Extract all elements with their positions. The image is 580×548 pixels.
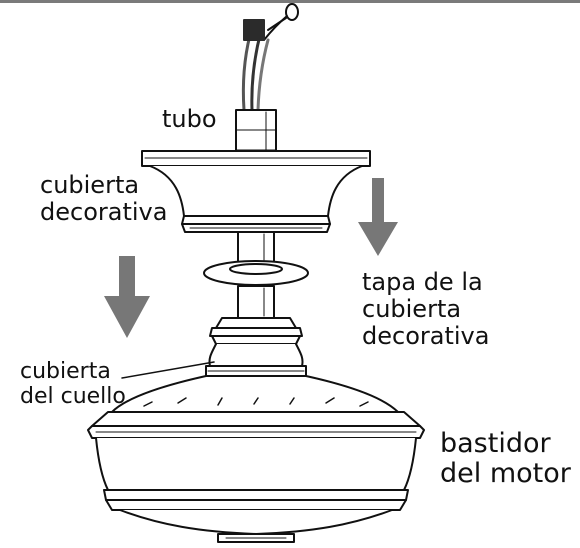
downrod-lower [237,285,275,319]
ground-ring-terminal [285,3,299,21]
label-line: decorativa [362,322,490,350]
label-tubo: tubo [162,106,217,133]
collar-cover [205,317,307,377]
label-line: decorativa [40,198,168,226]
label-tapa-cubierta: tapa de la cubierta decorativa [362,269,489,350]
canopy-cap [203,260,309,286]
label-line: cubierta [40,171,140,199]
downrod-pipe [235,109,277,156]
label-cubierta-decorativa: cubierta decorativa [40,172,167,226]
label-line: tapa de la [362,268,483,296]
label-bastidor-motor: bastidor del motor [440,429,571,489]
arrow-down-collar [104,256,150,338]
arrow-down-canopy [358,178,398,256]
label-tubo-text: tubo [162,105,217,133]
label-line: cubierta [362,295,462,323]
motor-housing [87,375,425,543]
label-line: del cuello [20,384,126,409]
decorative-canopy [141,150,371,233]
label-cubierta-cuello: cubierta del cuello [20,359,126,409]
label-line: bastidor [440,428,551,459]
top-rule [0,0,580,3]
label-line: del motor [440,458,571,489]
wire-connector [243,19,265,41]
collar-leader-line [121,361,215,379]
downrod-mid [237,231,275,263]
label-line: cubierta [20,359,111,384]
